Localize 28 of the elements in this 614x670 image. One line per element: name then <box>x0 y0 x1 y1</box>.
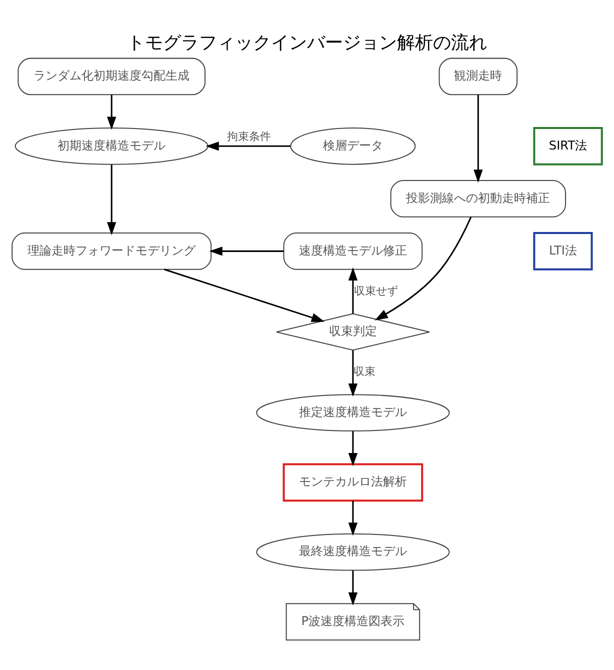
edge-label: 収束せず <box>354 284 398 298</box>
node-ellipse: 初期速度構造モデル <box>14 127 208 165</box>
arrow <box>348 350 358 397</box>
arrow <box>107 94 116 130</box>
node-ellipse: 最終速度構造モデル <box>256 533 450 571</box>
diagram-title: トモグラフィックインバージョン解析の流れ <box>127 32 487 54</box>
node-box: 観測走時 <box>438 58 518 96</box>
arrow <box>374 216 472 320</box>
node-box: ランダム化初期速度勾配生成 <box>18 58 206 96</box>
edge-label: 収束 <box>354 365 376 378</box>
node-box: モンテカルロ法解析 <box>282 463 424 502</box>
edge-label: 拘束条件 <box>227 130 272 143</box>
arrow <box>474 94 483 183</box>
node-ellipse: 推定速度構造モデル <box>256 394 450 432</box>
node-box: 理論走時フォワードモデリング <box>12 232 212 270</box>
arrow <box>206 142 290 151</box>
arrow <box>107 164 116 236</box>
arrow <box>348 500 358 536</box>
arrow <box>164 268 325 322</box>
node-box: SIRT法 <box>533 126 603 166</box>
node-ellipse: 検層データ <box>290 127 416 165</box>
node-box: 速度構造モデル修正 <box>283 232 423 270</box>
arrow <box>209 246 284 256</box>
arrow <box>348 570 358 606</box>
node-box: LTI法 <box>533 232 593 270</box>
arrow <box>348 267 358 314</box>
arrow <box>348 431 358 466</box>
node-box: 投影測線への初動走時補正 <box>390 180 566 218</box>
